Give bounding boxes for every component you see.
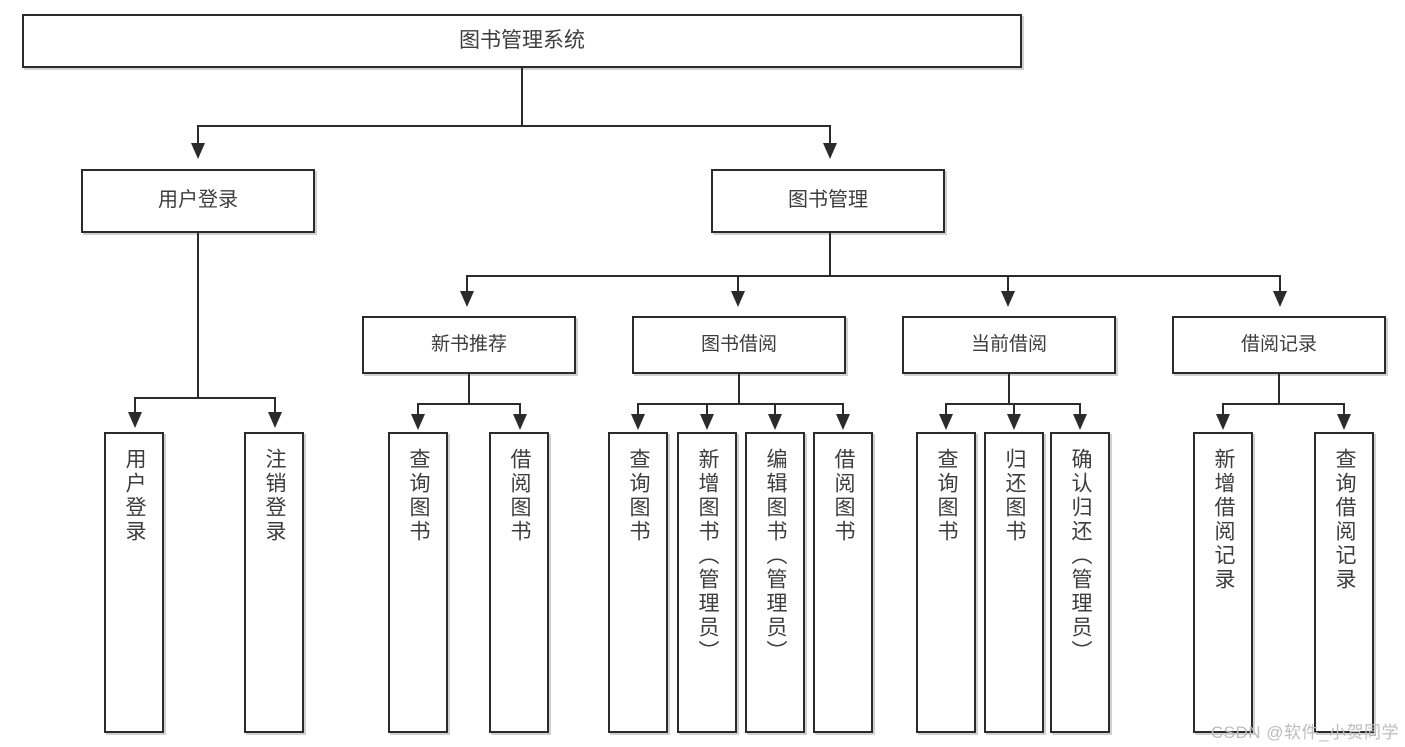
connector-cb-drop-3 bbox=[1079, 403, 1081, 416]
arrow-to-new-book-recommend bbox=[460, 291, 474, 307]
node-label: 注销登录 bbox=[263, 448, 287, 544]
connector-bb-stem bbox=[738, 374, 740, 403]
leaf-query-record[interactable]: 查询借阅记录 bbox=[1314, 432, 1374, 733]
leaf-query-book-1[interactable]: 查询图书 bbox=[388, 432, 448, 733]
connector-nbr-drop-1 bbox=[417, 403, 419, 416]
node-label: 查询借阅记录 bbox=[1333, 448, 1357, 592]
connector-bb-drop-1 bbox=[637, 403, 639, 416]
leaf-add-book[interactable]: 新增图书（管理员） bbox=[677, 432, 737, 733]
connector-br-bus bbox=[1222, 403, 1345, 405]
connector-cb-drop-1 bbox=[945, 403, 947, 416]
connector-user-login-drop-2 bbox=[274, 397, 276, 414]
connector-root-stem bbox=[521, 68, 523, 125]
node-label: 借阅图书 bbox=[832, 448, 856, 544]
leaf-add-record[interactable]: 新增借阅记录 bbox=[1193, 432, 1253, 733]
node-label: 图书借阅 bbox=[700, 333, 777, 355]
leaf-return-book[interactable]: 归还图书 bbox=[984, 432, 1044, 733]
leaf-query-book-3[interactable]: 查询图书 bbox=[916, 432, 976, 733]
arrow-to-leaf-borrow-book-1 bbox=[513, 414, 527, 430]
node-label: 用户登录 bbox=[123, 448, 147, 544]
connector-book-management-bus bbox=[466, 275, 1281, 277]
connector-bm-drop-3 bbox=[1007, 275, 1009, 293]
connector-root-drop-2 bbox=[829, 125, 831, 145]
arrow-to-leaf-add-book bbox=[700, 414, 714, 430]
leaf-confirm-return[interactable]: 确认归还（管理员） bbox=[1050, 432, 1110, 733]
leaf-query-book-2[interactable]: 查询图书 bbox=[608, 432, 668, 733]
node-label: 新增借阅记录 bbox=[1212, 448, 1236, 592]
node-label: 编辑图书（管理员） bbox=[764, 448, 788, 664]
connector-cb-drop-2 bbox=[1013, 403, 1015, 416]
arrow-to-leaf-query-book-1 bbox=[411, 414, 425, 430]
arrow-to-user-login bbox=[191, 143, 205, 159]
connector-user-login-bus bbox=[134, 397, 276, 399]
arrow-to-leaf-query-book-2 bbox=[631, 414, 645, 430]
arrow-to-book-management bbox=[823, 143, 837, 159]
connector-bm-drop-2 bbox=[737, 275, 739, 293]
node-label: 用户登录 bbox=[158, 189, 238, 212]
connector-bm-drop-1 bbox=[466, 275, 468, 293]
arrow-to-leaf-query-record bbox=[1337, 414, 1351, 430]
connector-root-bus bbox=[197, 125, 831, 127]
connector-cb-bus bbox=[945, 403, 1079, 405]
connector-br-drop-1 bbox=[1222, 403, 1224, 416]
connector-bb-drop-4 bbox=[842, 403, 844, 416]
node-label: 归还图书 bbox=[1003, 448, 1027, 544]
node-label: 当前借阅 bbox=[970, 333, 1047, 355]
leaf-borrow-book-2[interactable]: 借阅图书 bbox=[813, 432, 873, 733]
connector-book-management-stem bbox=[829, 233, 831, 275]
csdn-watermark: CSDN @软件_小贺同学 bbox=[1210, 723, 1399, 742]
arrow-to-book-borrow bbox=[731, 291, 745, 307]
leaf-logout[interactable]: 注销登录 bbox=[244, 432, 304, 733]
connector-user-login-stem bbox=[197, 233, 199, 397]
connector-br-stem bbox=[1278, 374, 1280, 403]
arrow-to-leaf-confirm-return bbox=[1073, 414, 1087, 430]
node-label: 查询图书 bbox=[935, 448, 959, 544]
leaf-edit-book[interactable]: 编辑图书（管理员） bbox=[745, 432, 805, 733]
connector-nbr-stem bbox=[468, 374, 470, 403]
node-label: 图书管理 bbox=[788, 189, 868, 212]
arrow-to-leaf-logout bbox=[268, 412, 282, 428]
node-label: 查询图书 bbox=[407, 448, 431, 544]
arrow-to-current-borrow bbox=[1001, 291, 1015, 307]
node-borrow-record[interactable]: 借阅记录 bbox=[1172, 316, 1386, 374]
node-user-login[interactable]: 用户登录 bbox=[81, 169, 315, 233]
arrow-to-leaf-borrow-book-2 bbox=[836, 414, 850, 430]
connector-br-drop-2 bbox=[1343, 403, 1345, 416]
node-label: 新增图书（管理员） bbox=[696, 448, 720, 664]
connector-root-drop-1 bbox=[197, 125, 199, 145]
connector-cb-stem bbox=[1008, 374, 1010, 403]
node-label: 新书推荐 bbox=[430, 333, 507, 355]
arrow-to-leaf-add-record bbox=[1216, 414, 1230, 430]
arrow-to-leaf-return-book bbox=[1007, 414, 1021, 430]
arrow-to-borrow-record bbox=[1273, 291, 1287, 307]
arrow-to-leaf-edit-book bbox=[768, 414, 782, 430]
leaf-borrow-book-1[interactable]: 借阅图书 bbox=[489, 432, 549, 733]
leaf-user-login[interactable]: 用户登录 bbox=[104, 432, 164, 733]
node-label: 图书管理系统 bbox=[459, 28, 585, 52]
node-new-book-recommend[interactable]: 新书推荐 bbox=[362, 316, 576, 374]
node-book-borrow[interactable]: 图书借阅 bbox=[632, 316, 846, 374]
connector-nbr-bus bbox=[417, 403, 521, 405]
node-label: 借阅图书 bbox=[508, 448, 532, 544]
node-label: 确认归还（管理员） bbox=[1069, 448, 1093, 664]
arrow-to-leaf-query-book-3 bbox=[939, 414, 953, 430]
connector-bb-bus bbox=[637, 403, 844, 405]
node-book-management[interactable]: 图书管理 bbox=[711, 169, 945, 233]
node-current-borrow[interactable]: 当前借阅 bbox=[902, 316, 1116, 374]
connector-nbr-drop-2 bbox=[519, 403, 521, 416]
connector-bb-drop-3 bbox=[774, 403, 776, 416]
node-root-book-management-system[interactable]: 图书管理系统 bbox=[22, 14, 1022, 68]
connector-bm-drop-4 bbox=[1279, 275, 1281, 293]
connector-bb-drop-2 bbox=[706, 403, 708, 416]
arrow-to-leaf-user-login bbox=[128, 412, 142, 428]
node-label: 借阅记录 bbox=[1240, 333, 1317, 355]
connector-user-login-drop-1 bbox=[134, 397, 136, 414]
node-label: 查询图书 bbox=[627, 448, 651, 544]
